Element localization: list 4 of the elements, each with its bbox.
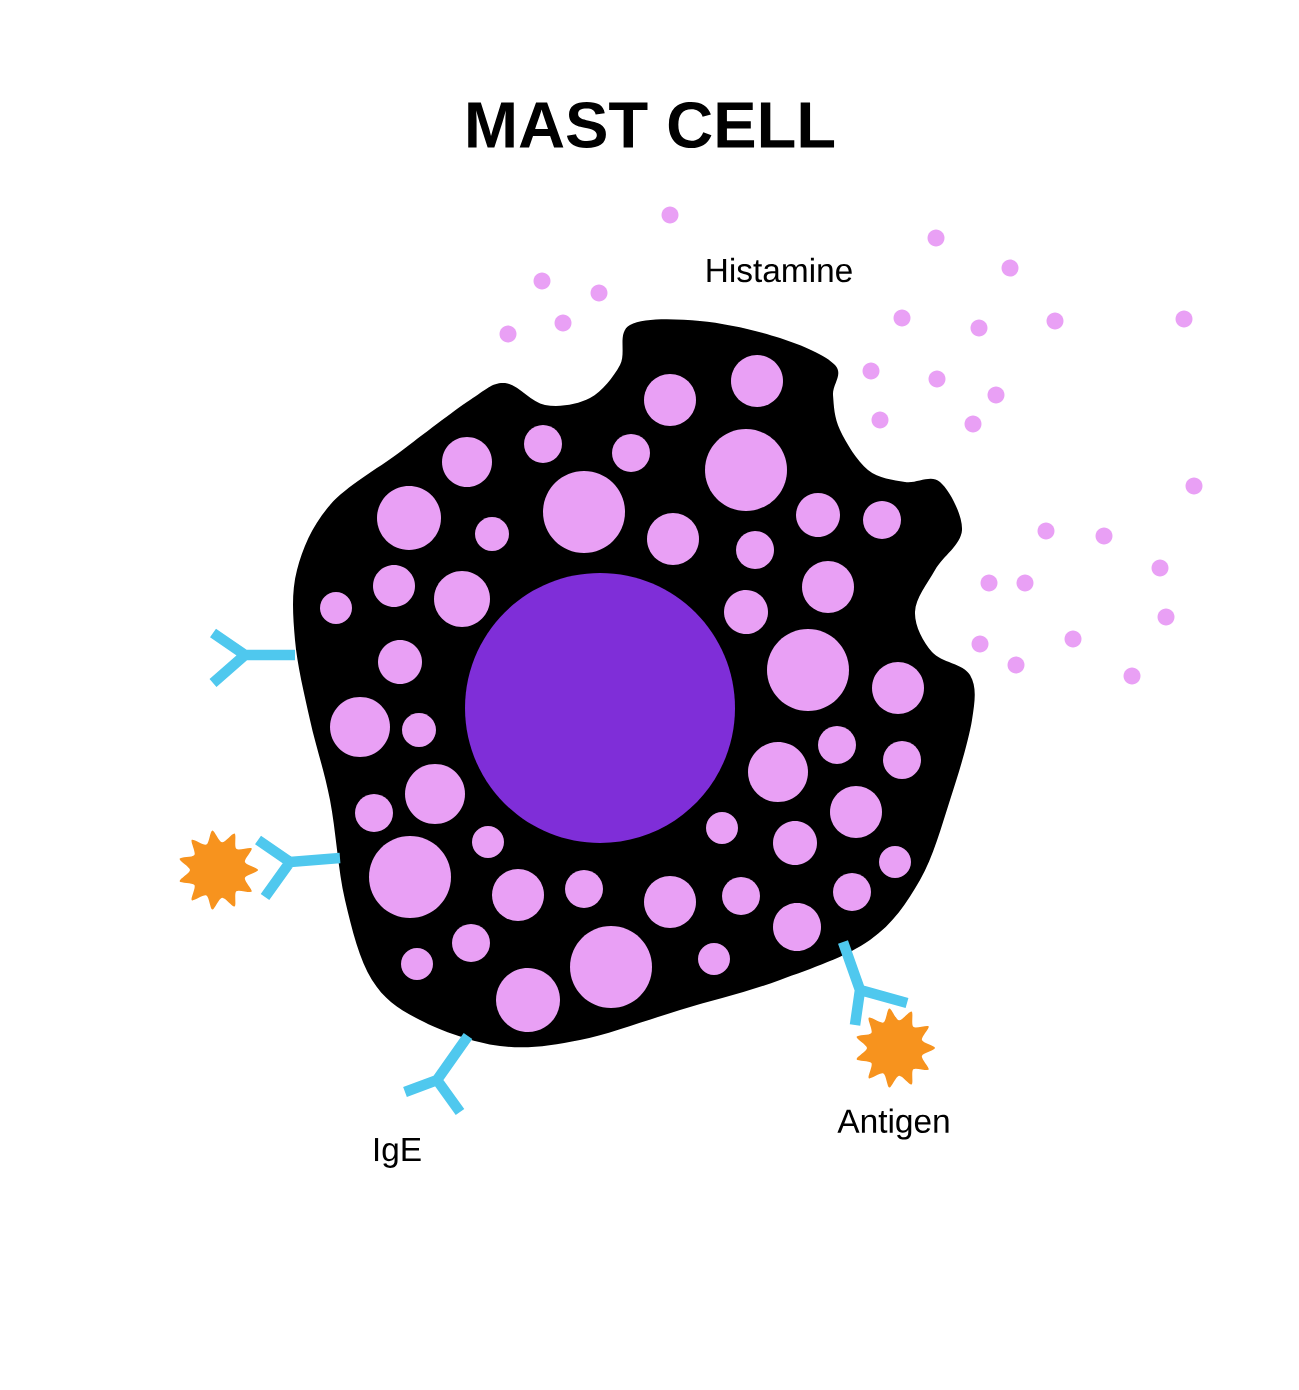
label: Antigen — [837, 1108, 949, 1140]
label: Histamine — [707, 257, 852, 283]
label: IgE — [375, 1138, 421, 1168]
title: MAST CELL — [468, 101, 835, 149]
